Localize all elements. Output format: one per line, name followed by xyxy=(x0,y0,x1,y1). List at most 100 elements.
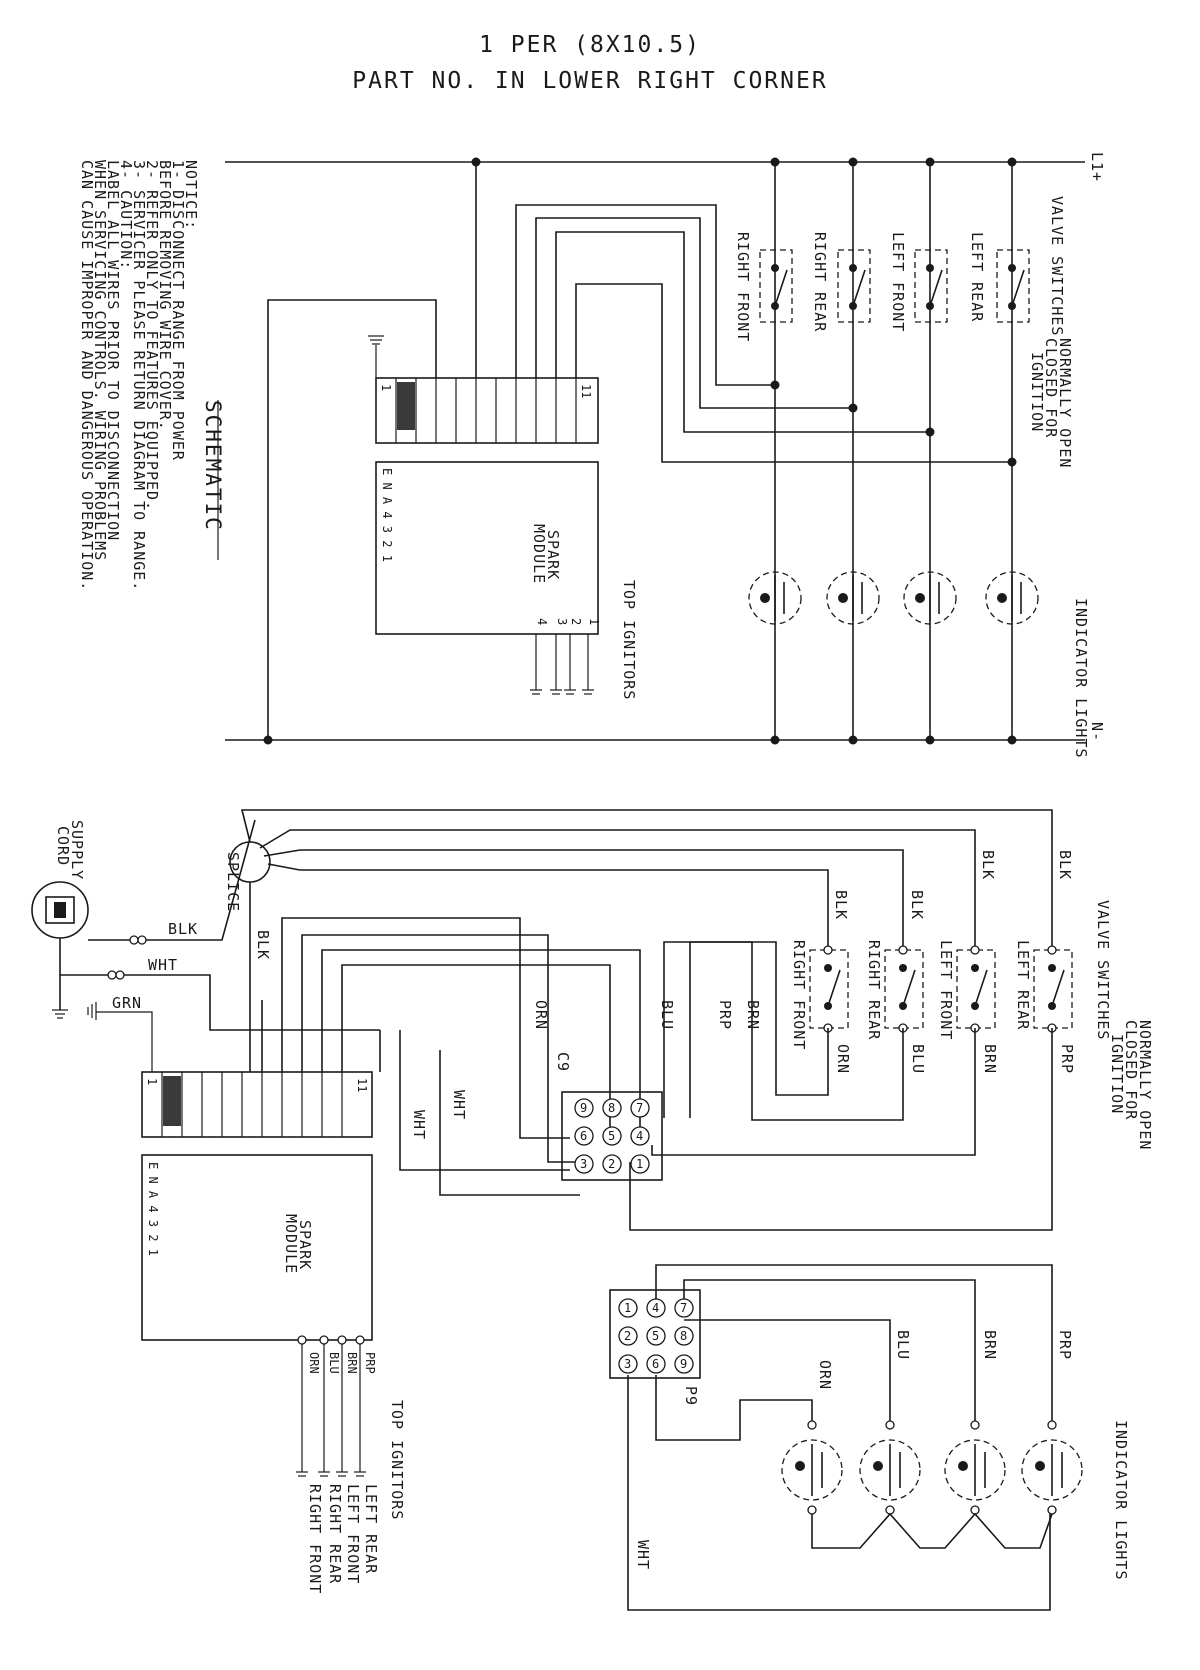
wire-label-wht-light: WHT xyxy=(634,1540,652,1570)
wire-label-blk-sw-rf: BLK xyxy=(832,890,850,920)
ignitor-terminal-1: 1 xyxy=(587,618,601,625)
ignitor-wire-orn: ORN xyxy=(307,1352,321,1374)
terminal-bottom-last: 11 xyxy=(355,1078,369,1092)
wire-label-wht-2: WHT xyxy=(450,1090,468,1120)
terminal-block-bottom-marker xyxy=(163,1076,181,1126)
svg-text:2: 2 xyxy=(608,1157,615,1171)
switch-box-right-rear xyxy=(837,249,871,323)
indicator-lights-bottom-label: INDICATOR LIGHTS xyxy=(1112,1420,1130,1581)
terminal-bottom-first: 1 xyxy=(145,1078,159,1085)
schematic: NOTICE: 1- DISCONNECT RANGE FROM POWER B… xyxy=(78,152,1106,759)
ignitor-terminal-2: 2 xyxy=(569,618,583,625)
switch-contacts xyxy=(771,264,1025,310)
terminal-block-bottom xyxy=(141,1071,373,1138)
svg-text:8: 8 xyxy=(608,1101,615,1115)
ignitor-wire-blu: BLU xyxy=(327,1352,341,1374)
switch-to-c9-wires xyxy=(629,941,1053,1231)
spark-module-terminals: E N A 4 3 2 1 xyxy=(380,468,394,562)
supply-wires xyxy=(59,938,130,1010)
notice-line-2: BEFORE REMOVING WIRE COVER. xyxy=(156,160,174,431)
inline-connectors xyxy=(107,935,147,980)
connector-p9 xyxy=(609,1289,701,1379)
svg-text:6: 6 xyxy=(580,1129,587,1143)
svg-text:9: 9 xyxy=(680,1357,687,1371)
wire-label-blk-sw-lf: BLK xyxy=(979,850,997,880)
svg-text:1: 1 xyxy=(636,1157,643,1171)
terminal-to-c9-wires xyxy=(261,917,641,1163)
normally-open-line-1: CLOSED FOR xyxy=(1042,338,1060,438)
ground-symbol-grn xyxy=(87,1002,153,1072)
valve-switch-right-front xyxy=(809,949,849,1029)
svg-text:7: 7 xyxy=(680,1301,687,1315)
wire-label-orn-sw: ORN xyxy=(834,1044,852,1074)
valve-label-left-front: LEFT FRONT xyxy=(937,940,955,1040)
wire-label-brn-sw: BRN xyxy=(981,1044,999,1074)
wire-label-prp-light: PRP xyxy=(1056,1330,1074,1360)
ignitor-name-left-rear: LEFT REAR xyxy=(362,1484,380,1574)
bottom-ignitor-leads xyxy=(296,1335,366,1477)
svg-text:1: 1 xyxy=(624,1301,631,1315)
wire-label-orn-light: ORN xyxy=(816,1360,834,1390)
supply-cord-label-1: CORD xyxy=(54,826,72,866)
terminal-first: 1 xyxy=(379,384,393,391)
valve-switch-left-rear xyxy=(1033,949,1073,1029)
ignitor-terminal-3: 3 xyxy=(555,618,569,625)
notice-line-0: NOTICE: xyxy=(182,160,200,230)
wire-label-blu-light: BLU xyxy=(894,1330,912,1360)
wire-label-blu: BLU xyxy=(658,1000,676,1030)
burner-label-left-front: LEFT FRONT xyxy=(889,232,907,332)
wire-label-blk-supply: BLK xyxy=(168,920,198,938)
burner-label-right-rear: RIGHT REAR xyxy=(811,232,829,332)
terminal-to-switch-wires xyxy=(267,162,1012,740)
top-ignitors-bottom-label: TOP IGNITORS xyxy=(388,1400,406,1520)
svg-text:6: 6 xyxy=(652,1357,659,1371)
wire-label-prp: PRP xyxy=(716,1000,734,1030)
connector-c9 xyxy=(561,1091,663,1181)
connector-c9-label: C9 xyxy=(554,1052,572,1072)
p9-pins: 1 4 7 2 5 8 3 6 9 xyxy=(618,1298,694,1374)
notice-line-6: LABEL ALL WIRES PRIOR TO DISCONNECTION xyxy=(104,160,122,541)
schematic-title: SCHEMATIC xyxy=(201,400,225,532)
wire-label-blu-sw: BLU xyxy=(909,1044,927,1074)
wire-label-blk-sw-rr: BLK xyxy=(908,890,926,920)
spark-module-label-1: MODULE xyxy=(530,524,548,584)
spark-module-bottom-terminals: E N A 4 3 2 1 xyxy=(146,1162,160,1256)
ignitor-name-left-front: LEFT FRONT xyxy=(344,1484,362,1584)
spark-module-bottom-label-1: MODULE xyxy=(282,1214,300,1274)
svg-text:3: 3 xyxy=(580,1157,587,1171)
ground-symbol-top xyxy=(368,335,384,378)
burner-label-right-front: RIGHT FRONT xyxy=(734,232,752,342)
svg-text:3: 3 xyxy=(624,1357,631,1371)
ignitor-wire-prp: PRP xyxy=(363,1352,377,1374)
n-label: N- xyxy=(1088,722,1106,742)
normally-open-bottom-0: NORMALLY OPEN xyxy=(1136,1020,1154,1150)
wire-label-orn: ORN xyxy=(532,1000,550,1030)
ignitor-name-right-front: RIGHT FRONT xyxy=(306,1484,324,1594)
indicator-lights-label: INDICATOR LIGHTS xyxy=(1072,598,1090,759)
notice-line-8: CAN CAUSE IMPROPER AND DANGEROUS OPERATI… xyxy=(78,160,96,591)
normally-open-line-2: IGNITION xyxy=(1028,352,1046,432)
ground-symbol-supply xyxy=(52,1009,68,1019)
top-ignitors-label: TOP IGNITORS xyxy=(620,580,638,700)
wire-label-brn: BRN xyxy=(744,1000,762,1030)
wht-to-terminal xyxy=(124,974,380,1031)
spark-module-top xyxy=(375,461,599,635)
valve-switches-label-bottom: VALVE SWITCHES xyxy=(1094,900,1112,1040)
header-line-2: PART NO. IN LOWER RIGHT CORNER xyxy=(352,68,827,94)
spark-module-bottom-label-0: SPARK xyxy=(296,1220,314,1270)
normally-open-line-0: NORMALLY OPEN xyxy=(1056,338,1074,468)
supply-cord-label-0: SUPPLY xyxy=(68,820,86,880)
svg-text:5: 5 xyxy=(608,1129,615,1143)
notice-line-3: 2- REFER ONLY TO FEATURES EQUIPPED. xyxy=(143,160,161,511)
ignitor-name-right-rear: RIGHT REAR xyxy=(326,1484,344,1584)
notice-line-5: 4- CAUTION: xyxy=(117,160,135,270)
splice-label: SPLICE xyxy=(224,852,242,912)
wire-label-wht-supply: WHT xyxy=(148,956,178,974)
connector-p9-label: P9 xyxy=(682,1386,700,1406)
supply-plug-icon xyxy=(31,881,89,939)
wire-label-grn: GRN xyxy=(112,994,142,1012)
switch-box-right-front xyxy=(759,249,793,323)
indicator-lights-top xyxy=(748,571,1039,625)
wire-label-prp-sw: PRP xyxy=(1058,1044,1076,1074)
